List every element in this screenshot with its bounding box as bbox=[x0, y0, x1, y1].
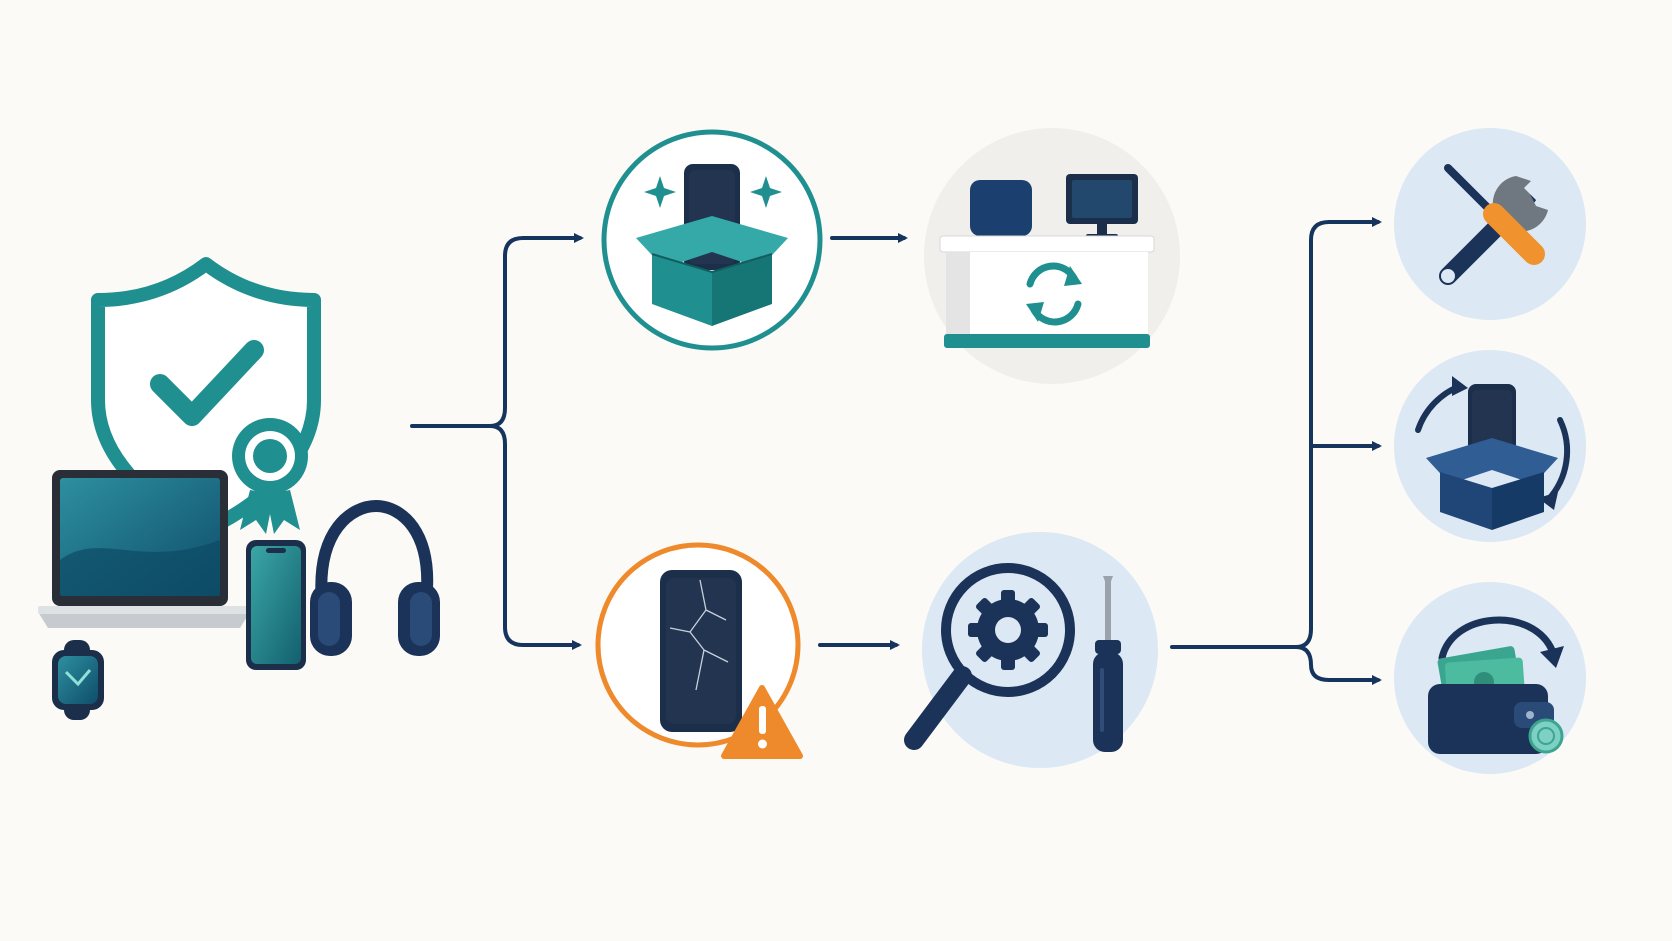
sparkle-icon bbox=[750, 176, 782, 208]
smartphone-icon bbox=[246, 540, 306, 670]
protected-devices-icon bbox=[38, 257, 440, 720]
new-phone-in-box-icon bbox=[601, 129, 823, 351]
refund-wallet-icon bbox=[1394, 582, 1586, 774]
award-badge-icon bbox=[232, 418, 308, 534]
connector-to-repair bbox=[1294, 217, 1382, 649]
magnifier-icon bbox=[904, 563, 1075, 750]
cracked-phone-warning-icon bbox=[595, 542, 803, 759]
headphones-icon bbox=[310, 499, 440, 656]
repair-tools-icon bbox=[1394, 128, 1586, 320]
gear-icon bbox=[968, 590, 1048, 670]
return-counter-icon bbox=[924, 128, 1180, 384]
laptop-icon bbox=[38, 470, 250, 628]
connector-to-new-item bbox=[488, 233, 584, 428]
smartwatch-icon bbox=[52, 640, 104, 720]
screwdriver-icon bbox=[1093, 576, 1123, 752]
connectors bbox=[410, 217, 1382, 685]
sparkle-icon bbox=[644, 176, 676, 208]
screwdriver-icon bbox=[1444, 164, 1545, 265]
replacement-box-icon bbox=[1394, 350, 1586, 542]
connector-to-damaged-item bbox=[488, 424, 582, 650]
warning-icon bbox=[721, 685, 803, 759]
connector-to-refund bbox=[1294, 645, 1382, 685]
inspection-tools-icon bbox=[904, 532, 1158, 768]
